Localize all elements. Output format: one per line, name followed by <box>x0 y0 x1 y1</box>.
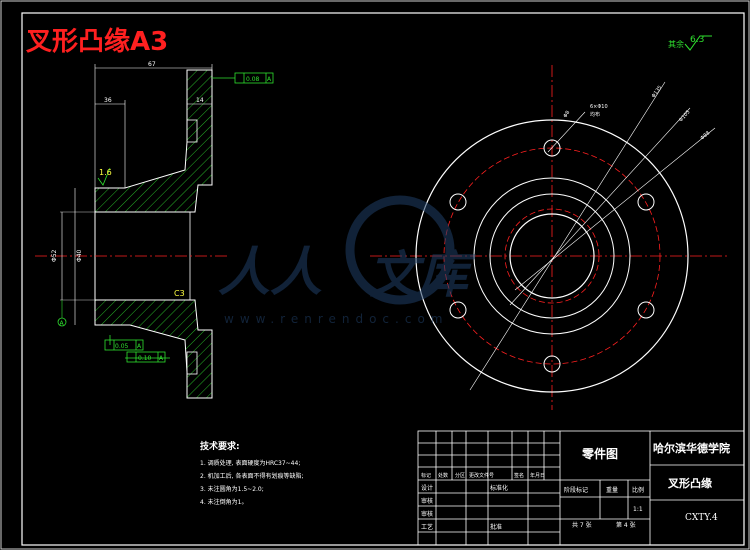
hdr-mark: 标记 <box>421 472 431 479</box>
dim-outer: Φ40 <box>76 249 83 262</box>
standardization: 标准化 <box>490 484 508 492</box>
dim-d2: Φ105 <box>678 109 691 123</box>
school-name: 哈尔滨华德学院 <box>653 441 730 455</box>
drawing-title: 叉形凸缘A3 <box>25 27 168 57</box>
sheets-total: 共 7 张 <box>572 521 592 529</box>
drawing-type: 零件图 <box>581 446 618 461</box>
scale-label: 比例 <box>632 486 644 494</box>
roughness-value: 6.3 <box>690 35 704 45</box>
hdr-date: 年月日 <box>530 472 545 479</box>
section-view: 67 36 14 0.08 A 1.6 Φ52 Φ40 A C3 0 <box>35 61 274 399</box>
row-review: 审核 <box>421 510 433 518</box>
dim-d1: Φ135 <box>651 85 664 99</box>
roughness-symbol: 其余 6.3 <box>668 35 712 51</box>
watermark: 人人 文库 www.renrendoc.com <box>218 195 476 326</box>
dim-holes: 6×Φ10 <box>590 104 608 110</box>
dim-bore: Φ52 <box>51 249 58 262</box>
hdr-zone: 分区 <box>455 472 465 479</box>
tech-req-line-4: 4. 未注倒角为1。 <box>200 498 247 506</box>
scale-value: 1:1 <box>633 506 643 513</box>
stage-mark: 阶段标记 <box>564 486 588 494</box>
tech-req-line-3: 3. 未注圆角为1.5~2.0; <box>200 485 264 493</box>
chamfer-label: C3 <box>174 289 185 298</box>
hdr-count: 处数 <box>438 472 448 479</box>
title-block <box>417 430 745 546</box>
roughness-label: 其余 <box>668 39 684 49</box>
tol-mid-datum: A <box>137 343 142 350</box>
dim-d4: Φ8 <box>563 110 572 119</box>
tol-top: 0.08 <box>246 76 260 83</box>
watermark-url: www.renrendoc.com <box>224 312 448 326</box>
tol-top-datum: A <box>267 76 272 83</box>
part-name: 叉形凸缘 <box>667 476 712 490</box>
front-view: 6×Φ10 均布 Φ135 Φ105 Φ88 Φ8 <box>370 65 730 410</box>
inner-border <box>21 12 745 546</box>
approve: 批准 <box>490 523 502 531</box>
finish-mark: 1.6 <box>99 168 112 177</box>
dim-d3: Φ88 <box>699 130 711 141</box>
tol-bot-datum: A <box>159 355 164 362</box>
row-check: 审核 <box>421 497 433 505</box>
technical-requirements: 技术要求: 1. 调质处理, 表面硬度为HRC37~44; 2. 机加工后, 各… <box>200 440 303 506</box>
title-block-text: 零件图 哈尔滨华德学院 叉形凸缘 CXTY.4 标记 处数 分区 更改文件号 签… <box>421 441 730 531</box>
hdr-change: 更改文件号 <box>469 472 494 479</box>
sheet-number: 第 4 张 <box>616 521 636 529</box>
watermark-text2: 文库 <box>368 246 476 304</box>
row-process: 工艺 <box>421 523 433 531</box>
tech-req-heading: 技术要求: <box>200 440 240 452</box>
dim-right: 14 <box>196 97 204 104</box>
dim-overall: 67 <box>148 61 156 68</box>
dim-left: 36 <box>104 97 112 104</box>
tol-bot: 0.10 <box>138 355 152 362</box>
tech-req-line-1: 1. 调质处理, 表面硬度为HRC37~44; <box>200 459 300 467</box>
hdr-sign: 签名 <box>514 472 524 479</box>
tech-req-line-2: 2. 机加工后, 各表面不得有划痕等缺陷; <box>200 472 303 480</box>
row-design: 设计 <box>421 484 433 492</box>
tol-mid: 0.05 <box>115 343 129 350</box>
datum-a: A <box>60 320 65 327</box>
watermark-text1: 人人 <box>218 243 322 303</box>
dim-hole-note: 均布 <box>590 111 600 118</box>
weight-label: 重量 <box>606 486 618 494</box>
drawing-code: CXTY.4 <box>685 513 718 523</box>
